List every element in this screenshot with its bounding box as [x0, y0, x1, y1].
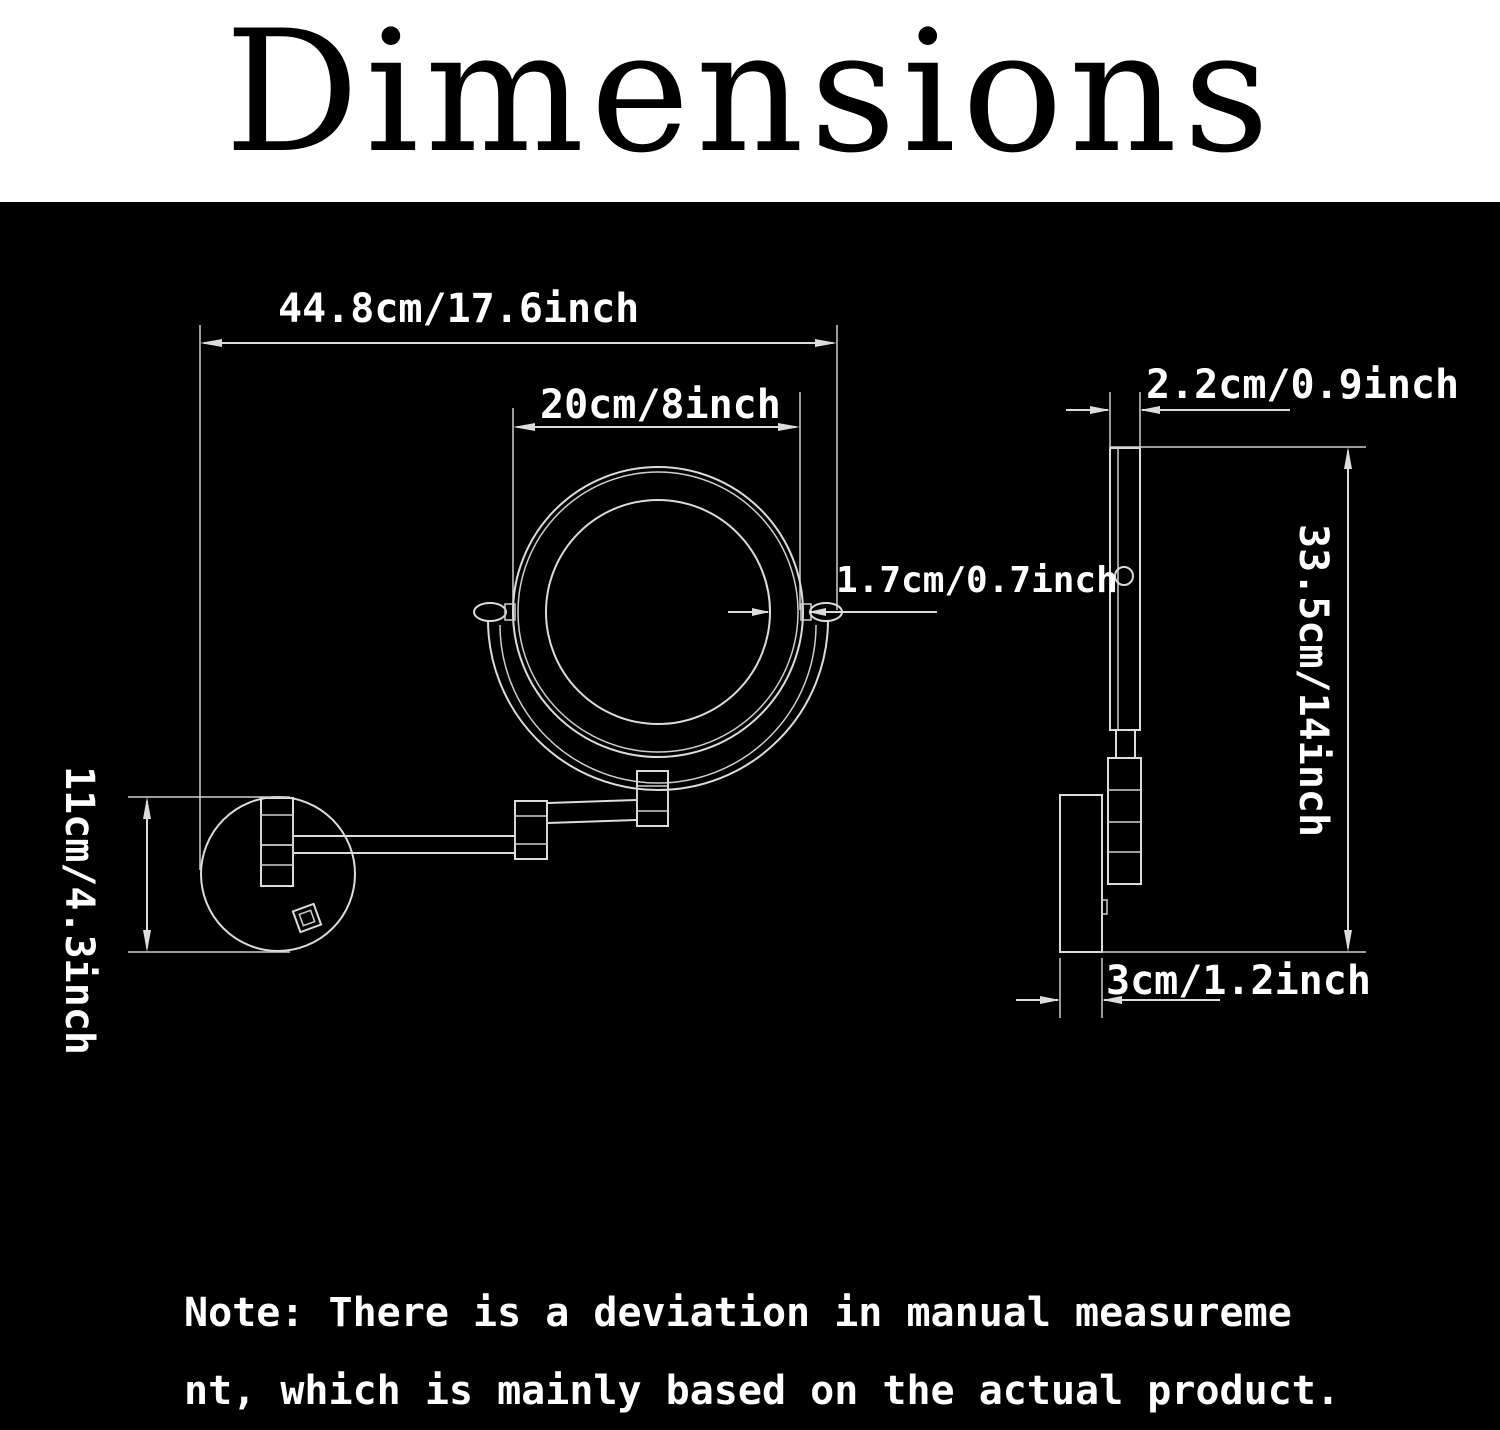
page-title: Dimensions [224, 0, 1276, 190]
mirror-diameter-label: 20cm/8inch [540, 382, 781, 428]
total-height-label: 33.5cm/14inch [1290, 524, 1336, 837]
total-height-dimension [1102, 446, 1366, 953]
mirror-head [473, 466, 843, 791]
arm-thickness-dimension [1066, 392, 1290, 448]
overall-width-dimension [199, 325, 838, 870]
base-depth-dimension [1016, 958, 1220, 1018]
swing-arm [294, 770, 669, 860]
base-height-dimension [128, 796, 290, 953]
title-banner: Dimensions [0, 0, 1500, 202]
drawing-panel [0, 202, 1500, 1421]
arm-thickness-label: 2.2cm/0.9inch [1146, 362, 1459, 408]
overall-width-label: 44.8cm/17.6inch [278, 286, 639, 332]
mirror-diameter-dimension [512, 392, 801, 610]
side-view [1016, 392, 1366, 1018]
base-depth-label: 3cm/1.2inch [1106, 958, 1371, 1004]
note-line-1: Note: There is a deviation in manual mea… [184, 1290, 1292, 1336]
front-view [128, 325, 937, 953]
note-line-2: nt, which is mainly based on the actual … [184, 1368, 1340, 1414]
wall-base [200, 796, 356, 952]
base-height-label: 11cm/4.3inch [56, 766, 102, 1055]
frame-width-dimension [728, 608, 937, 616]
frame-width-label: 1.7cm/0.7inch [836, 560, 1118, 601]
